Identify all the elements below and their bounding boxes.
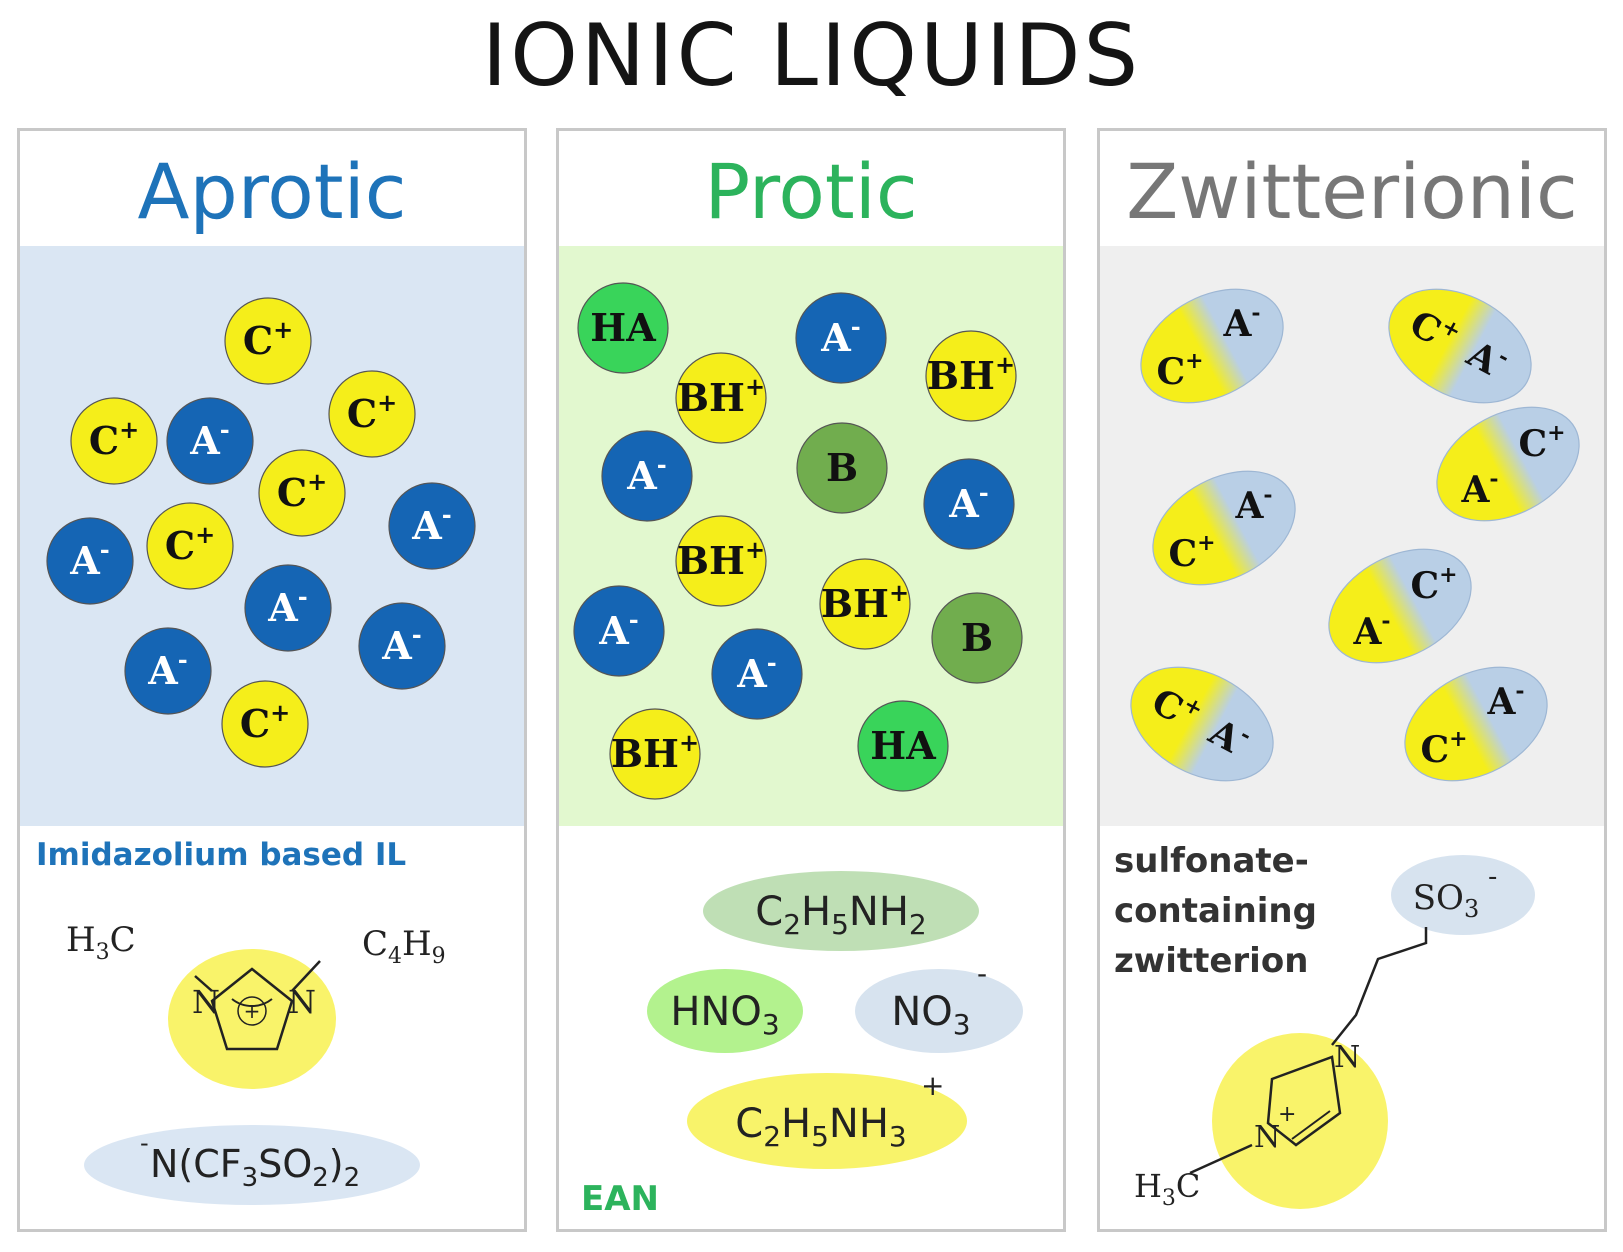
aprotic-particles: C+C+A-C+C+A-A-C+A-A-A-C+ — [20, 246, 524, 826]
anion-particle: A- — [923, 458, 1015, 550]
aprotic-title: Aprotic — [137, 147, 407, 236]
zwitterion-anion-label: A- — [1222, 300, 1260, 345]
protonated-base-particle: BH+ — [609, 708, 701, 800]
acid-label: HA — [870, 723, 936, 768]
cation-particle: C+ — [258, 449, 346, 537]
anion-charge: - — [140, 1129, 149, 1157]
cation-particle: C+ — [70, 397, 158, 485]
cation-label: C2H5NH3 — [735, 1101, 907, 1153]
protic-caption: EAN — [581, 1179, 659, 1219]
methyl-label: H3C — [66, 920, 136, 965]
anion-particle: A- — [573, 585, 665, 677]
nitrate-label: NO3 — [891, 989, 970, 1041]
anion-label: N(CF3SO2)2 — [150, 1142, 360, 1193]
zwitterion-particle: A-C+ — [1152, 470, 1296, 586]
anion-particle: A- — [601, 430, 693, 522]
zwitterionic-title: Zwitterionic — [1126, 147, 1578, 236]
anion-particle: A- — [46, 517, 134, 605]
zwitterion-particle: A-C+ — [1140, 288, 1284, 404]
imidazolium-ring — [1266, 1055, 1342, 1147]
ring-plus: + — [1278, 1102, 1296, 1127]
cation-label: C+ — [240, 698, 290, 746]
zwitterion-caption: sulfonate- containing zwitterion — [1114, 836, 1317, 986]
protonated-base-particle: BH+ — [819, 558, 911, 650]
ring-plus: + — [244, 999, 261, 1023]
anion-label: A- — [598, 605, 638, 653]
anion-particle: A- — [244, 564, 332, 652]
cation-particle: C+ — [224, 297, 312, 385]
n-right: N — [288, 983, 316, 1021]
acid-label: HA — [590, 305, 656, 350]
butyl-label: C4H9 — [362, 924, 446, 969]
acid-particle: HA — [577, 282, 669, 374]
caption-line-2: containing — [1114, 891, 1317, 931]
so3-highlight — [1391, 855, 1535, 935]
nitrate-highlight — [855, 969, 1023, 1053]
anion-particle: A- — [124, 627, 212, 715]
zwitterion-particle: A-C+ — [1388, 288, 1532, 404]
nitrate-charge: - — [977, 957, 987, 990]
cation-charge: + — [921, 1069, 944, 1102]
n-left: N — [192, 983, 220, 1021]
anion-particle: A- — [166, 397, 254, 485]
imidazolium-ring — [210, 967, 294, 1051]
base-label: B — [961, 615, 993, 660]
zwitterionic-panel: Zwitterionic A-C+A-C+A-C+A-C+A-C+A-C+A-C… — [1097, 128, 1607, 1232]
protonated-base-particle: BH+ — [675, 352, 767, 444]
acid-particle: HA — [857, 700, 949, 792]
zwitterion-cation-label: C+ — [1168, 530, 1215, 575]
aprotic-caption: Imidazolium based IL — [36, 837, 407, 873]
anion-particle: A- — [795, 292, 887, 384]
zwitterion-particle: A-C+ — [1436, 406, 1580, 522]
anion-highlight — [84, 1125, 420, 1205]
aprotic-panel: Aprotic C+C+A-C+C+A-A-C+A-A-A-C+ Imidazo… — [17, 128, 527, 1232]
zwitterionic-particles: A-C+A-C+A-C+A-C+A-C+A-C+A-C+ — [1100, 246, 1604, 826]
methyl-label: H3C — [1134, 1167, 1200, 1211]
cation-particle: C+ — [146, 502, 234, 590]
n-bottom: N — [1254, 1120, 1280, 1155]
zwitterion-particle: A-C+ — [1328, 548, 1472, 664]
cation-highlight — [687, 1073, 967, 1169]
cation-particle: C+ — [328, 370, 416, 458]
anion-particle: A- — [711, 628, 803, 720]
zwitterion-particle: A-C+ — [1404, 666, 1548, 782]
ean-formulas: C2H5NH2 HNO3 NO3 - C2H5NH3 + — [647, 871, 1023, 1169]
zwitterion-structure: SO3 - N N + H3C — [1134, 855, 1535, 1211]
anion-particle: A- — [358, 602, 446, 690]
base-particle: B — [796, 422, 888, 514]
caption-line-3: zwitterion — [1114, 941, 1309, 981]
anion-label: A- — [820, 312, 860, 360]
acid-highlight — [647, 969, 803, 1053]
anion-particle: A- — [388, 482, 476, 570]
main-title: IONIC LIQUIDS — [481, 6, 1142, 106]
protonated-base-particle: BH+ — [925, 330, 1017, 422]
base-particle: B — [931, 592, 1023, 684]
base-highlight — [703, 871, 979, 951]
cation-particle: C+ — [221, 680, 309, 768]
cation-label: C+ — [165, 520, 215, 568]
cation-highlight — [168, 949, 336, 1089]
n-top: N — [1334, 1040, 1360, 1075]
acid-label: HNO3 — [670, 989, 779, 1041]
caption-line-1: sulfonate- — [1114, 841, 1309, 881]
protonated-base-particle: BH+ — [675, 515, 767, 607]
so3-charge: - — [1488, 862, 1497, 892]
imidazolium-structure: + N N H3C C4H9 - N(CF3SO2)2 — [66, 920, 446, 1205]
base-label: B — [826, 445, 858, 490]
protic-title: Protic — [704, 147, 918, 236]
zwitterion-particle: A-C+ — [1130, 666, 1274, 782]
imidazolium-highlight — [1212, 1033, 1388, 1209]
